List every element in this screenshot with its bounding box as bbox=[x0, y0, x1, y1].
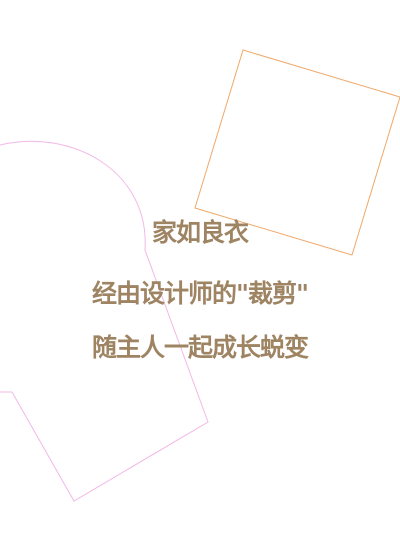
slogan-line-2: 经由设计师的"裁剪" bbox=[91, 279, 309, 308]
pink-arch-outline bbox=[0, 140, 209, 502]
tilted-square-outline bbox=[194, 49, 400, 256]
slogan-line-1: 家如良衣 bbox=[151, 218, 249, 247]
slogan-line-3: 随主人一起成长蜕变 bbox=[91, 333, 309, 362]
